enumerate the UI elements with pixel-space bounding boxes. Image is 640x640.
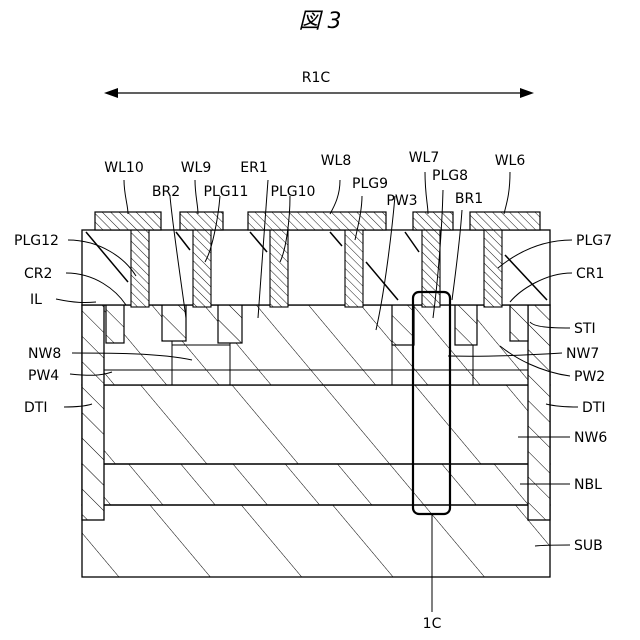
label-plg8: PLG8 (432, 168, 468, 184)
region-arrow (104, 88, 534, 98)
label-wl10: WL10 (104, 160, 143, 176)
label-plg9: PLG9 (352, 176, 388, 192)
label-plg11: PLG11 (204, 184, 249, 200)
label-cr1: CR1 (576, 266, 604, 282)
label-pw2: PW2 (574, 369, 605, 385)
label-wl8: WL8 (321, 153, 352, 169)
label-wl6: WL6 (495, 153, 526, 169)
label-pw3: PW3 (386, 193, 417, 209)
figure-title: 図 3 (299, 9, 342, 34)
label-sub: SUB (574, 538, 603, 554)
label-dti-left: DTI (24, 400, 47, 416)
substrate-layer (82, 505, 550, 577)
label-plg12: PLG12 (14, 233, 59, 249)
label-il: IL (30, 292, 42, 308)
label-wl9: WL9 (181, 160, 212, 176)
label-nw8: NW8 (28, 346, 61, 362)
region-label: R1C (302, 70, 331, 86)
interlayer-insulator (82, 230, 550, 305)
well-layer-hatch (82, 305, 550, 385)
label-wl7: WL7 (409, 150, 440, 166)
label-nw7: NW7 (566, 346, 599, 362)
label-plg7: PLG7 (576, 233, 612, 249)
label-pw4: PW4 (28, 368, 59, 384)
label-er1: ER1 (240, 160, 267, 176)
label-sti: STI (574, 321, 596, 337)
label-br1: BR1 (455, 191, 483, 207)
label-plg10: PLG10 (271, 184, 316, 200)
dti-right-hatch (528, 305, 550, 520)
label-1c: 1C (423, 616, 442, 632)
n-buried-layer (82, 464, 550, 505)
label-br2: BR2 (152, 184, 180, 200)
label-dti-right: DTI (582, 400, 605, 416)
label-nw6: NW6 (574, 430, 607, 446)
n-well-6 (82, 385, 550, 464)
word-lines (95, 212, 540, 230)
dti-left-hatch (82, 305, 104, 520)
label-nbl: NBL (574, 477, 602, 493)
label-cr2: CR2 (24, 266, 52, 282)
